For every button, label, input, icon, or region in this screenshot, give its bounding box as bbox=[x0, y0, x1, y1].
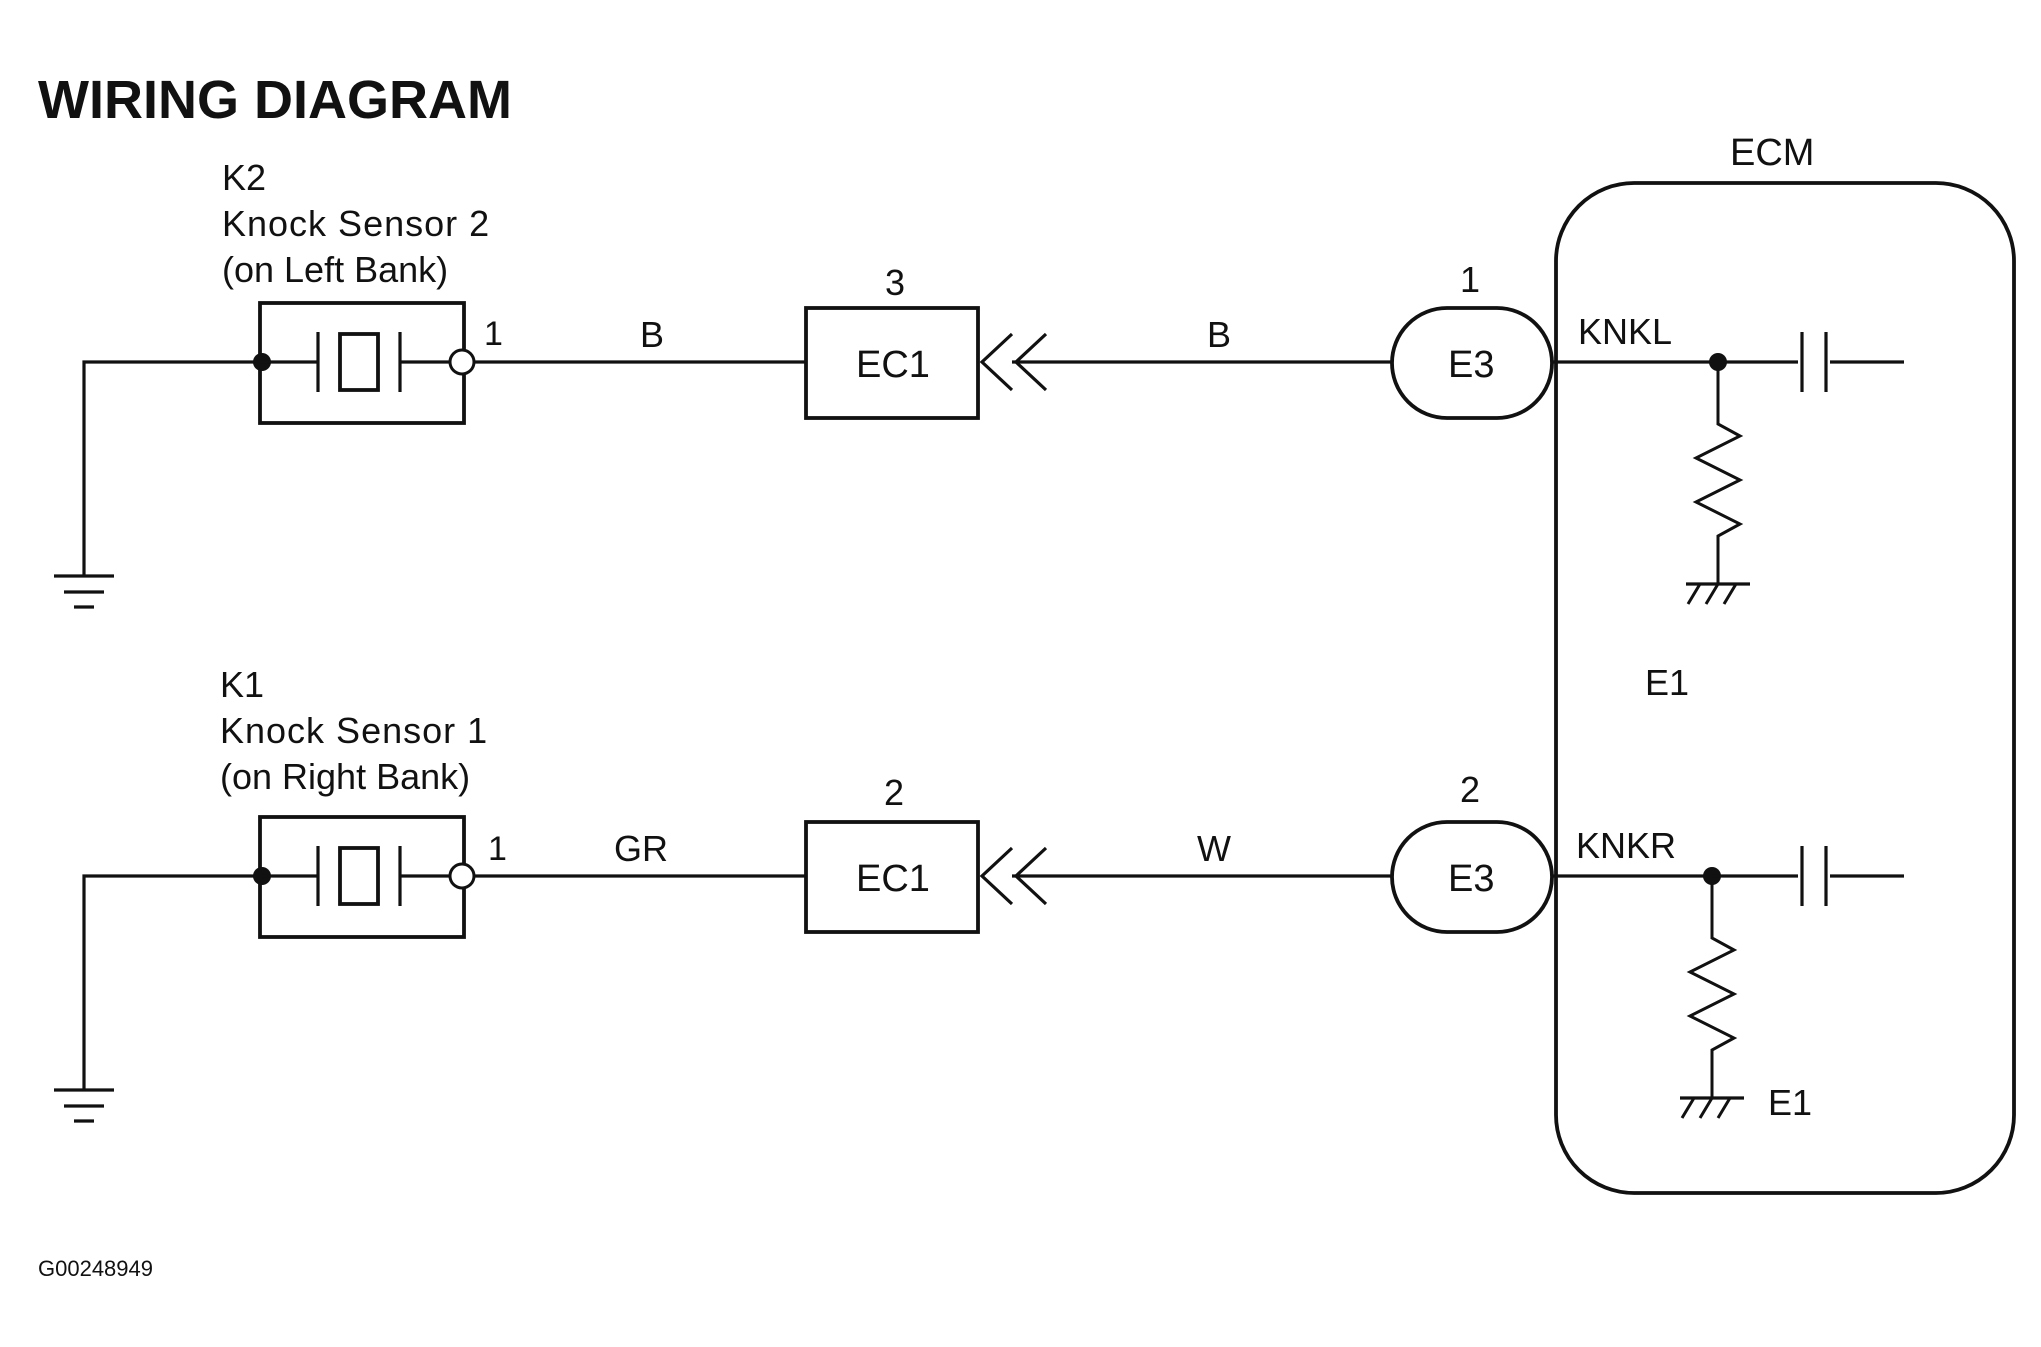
wire-color-in: B bbox=[640, 314, 664, 355]
ecm-ground-label-mid: E1 bbox=[1645, 662, 1689, 703]
sensor-location: (on Right Bank) bbox=[220, 756, 470, 797]
ground-symbol bbox=[54, 874, 262, 1123]
resistor-symbol bbox=[1686, 876, 1738, 1098]
wire-color-in: GR bbox=[614, 828, 668, 869]
circuit-k1: K1 Knock Sensor 1 (on Right Bank) 1 GR 2 bbox=[54, 664, 1904, 1123]
sensor-pin-label: 1 bbox=[484, 315, 503, 353]
connector-pin-label: 3 bbox=[885, 262, 905, 303]
knock-sensor-symbol bbox=[253, 815, 476, 939]
circuit-k2: K2 Knock Sensor 2 (on Left Bank) 1 B 3 bbox=[54, 157, 1904, 609]
ecm-ground-label-bottom: E1 bbox=[1768, 1082, 1812, 1123]
diagram-title: WIRING DIAGRAM bbox=[38, 70, 512, 130]
ecm-pin-label: 1 bbox=[1460, 259, 1480, 300]
connector-label: EC1 bbox=[856, 858, 930, 900]
knock-sensor-symbol bbox=[253, 301, 476, 425]
ecm-label: ECM bbox=[1730, 132, 1814, 174]
ground-symbol bbox=[54, 360, 262, 609]
sensor-id: K2 bbox=[222, 157, 266, 198]
ecm-box bbox=[1554, 181, 2016, 1195]
sensor-pin-terminal bbox=[448, 348, 476, 376]
figure-code: G00248949 bbox=[38, 1256, 153, 1281]
sensor-location: (on Left Bank) bbox=[222, 249, 448, 290]
resistor-symbol bbox=[1692, 362, 1744, 584]
sensor-id: K1 bbox=[220, 664, 264, 705]
connector-box bbox=[804, 820, 980, 934]
wire-color-out: B bbox=[1207, 314, 1231, 355]
sensor-name: Knock Sensor 1 bbox=[220, 710, 488, 751]
sensor-pin-label: 1 bbox=[488, 830, 507, 868]
ecm-connector-label: E3 bbox=[1448, 858, 1494, 900]
ecm-terminal-label: KNKL bbox=[1578, 311, 1672, 352]
ecm-connector-label: E3 bbox=[1448, 344, 1494, 386]
wire-color-out: W bbox=[1197, 828, 1231, 869]
sensor-name: Knock Sensor 2 bbox=[222, 203, 490, 244]
sensor-pin-terminal bbox=[448, 862, 476, 890]
connector-label: EC1 bbox=[856, 344, 930, 386]
ecm-pin-label: 2 bbox=[1460, 769, 1480, 810]
connector-pin-label: 2 bbox=[884, 772, 904, 813]
connector-box bbox=[804, 306, 980, 420]
ecm-terminal-label: KNKR bbox=[1576, 825, 1676, 866]
